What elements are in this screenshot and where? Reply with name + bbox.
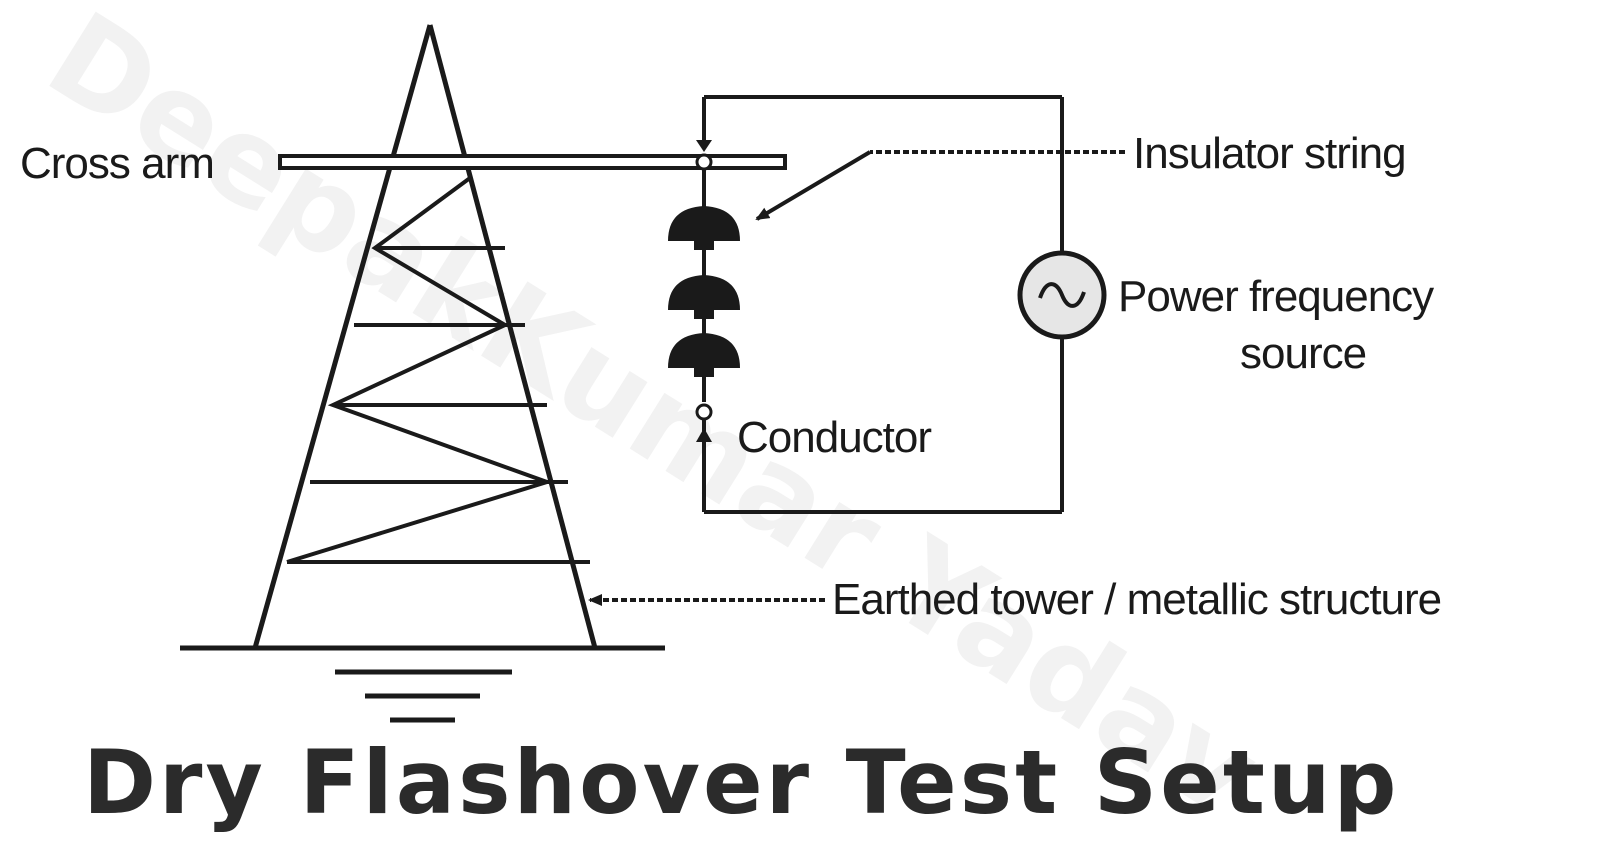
earthed-tower [252,24,598,649]
label-tower: Earthed tower / metallic structure [832,575,1441,624]
insulator-disc [668,333,740,368]
label-cross-arm: Cross arm [20,139,214,188]
label-power-source-line2: source [1240,329,1366,378]
label-power-source-line1: Power frequency [1118,272,1434,321]
ac-sine-icon [1017,250,1107,340]
diagram-title: Dry Flashover Test Setup [83,731,1400,834]
insulator-pointer-arrow [755,150,872,221]
insulator-disc [668,275,740,310]
conductor-terminal [695,403,713,448]
insulator-disc [668,206,740,241]
cross-arm [278,154,787,170]
label-insulator-string: Insulator string [1133,129,1406,178]
test-circuit [695,95,1064,514]
watermark: DeepakKumar Yadav [25,0,1281,843]
insulator-string [668,205,740,402]
label-conductor: Conductor [737,413,931,462]
ground-icon [180,645,665,723]
